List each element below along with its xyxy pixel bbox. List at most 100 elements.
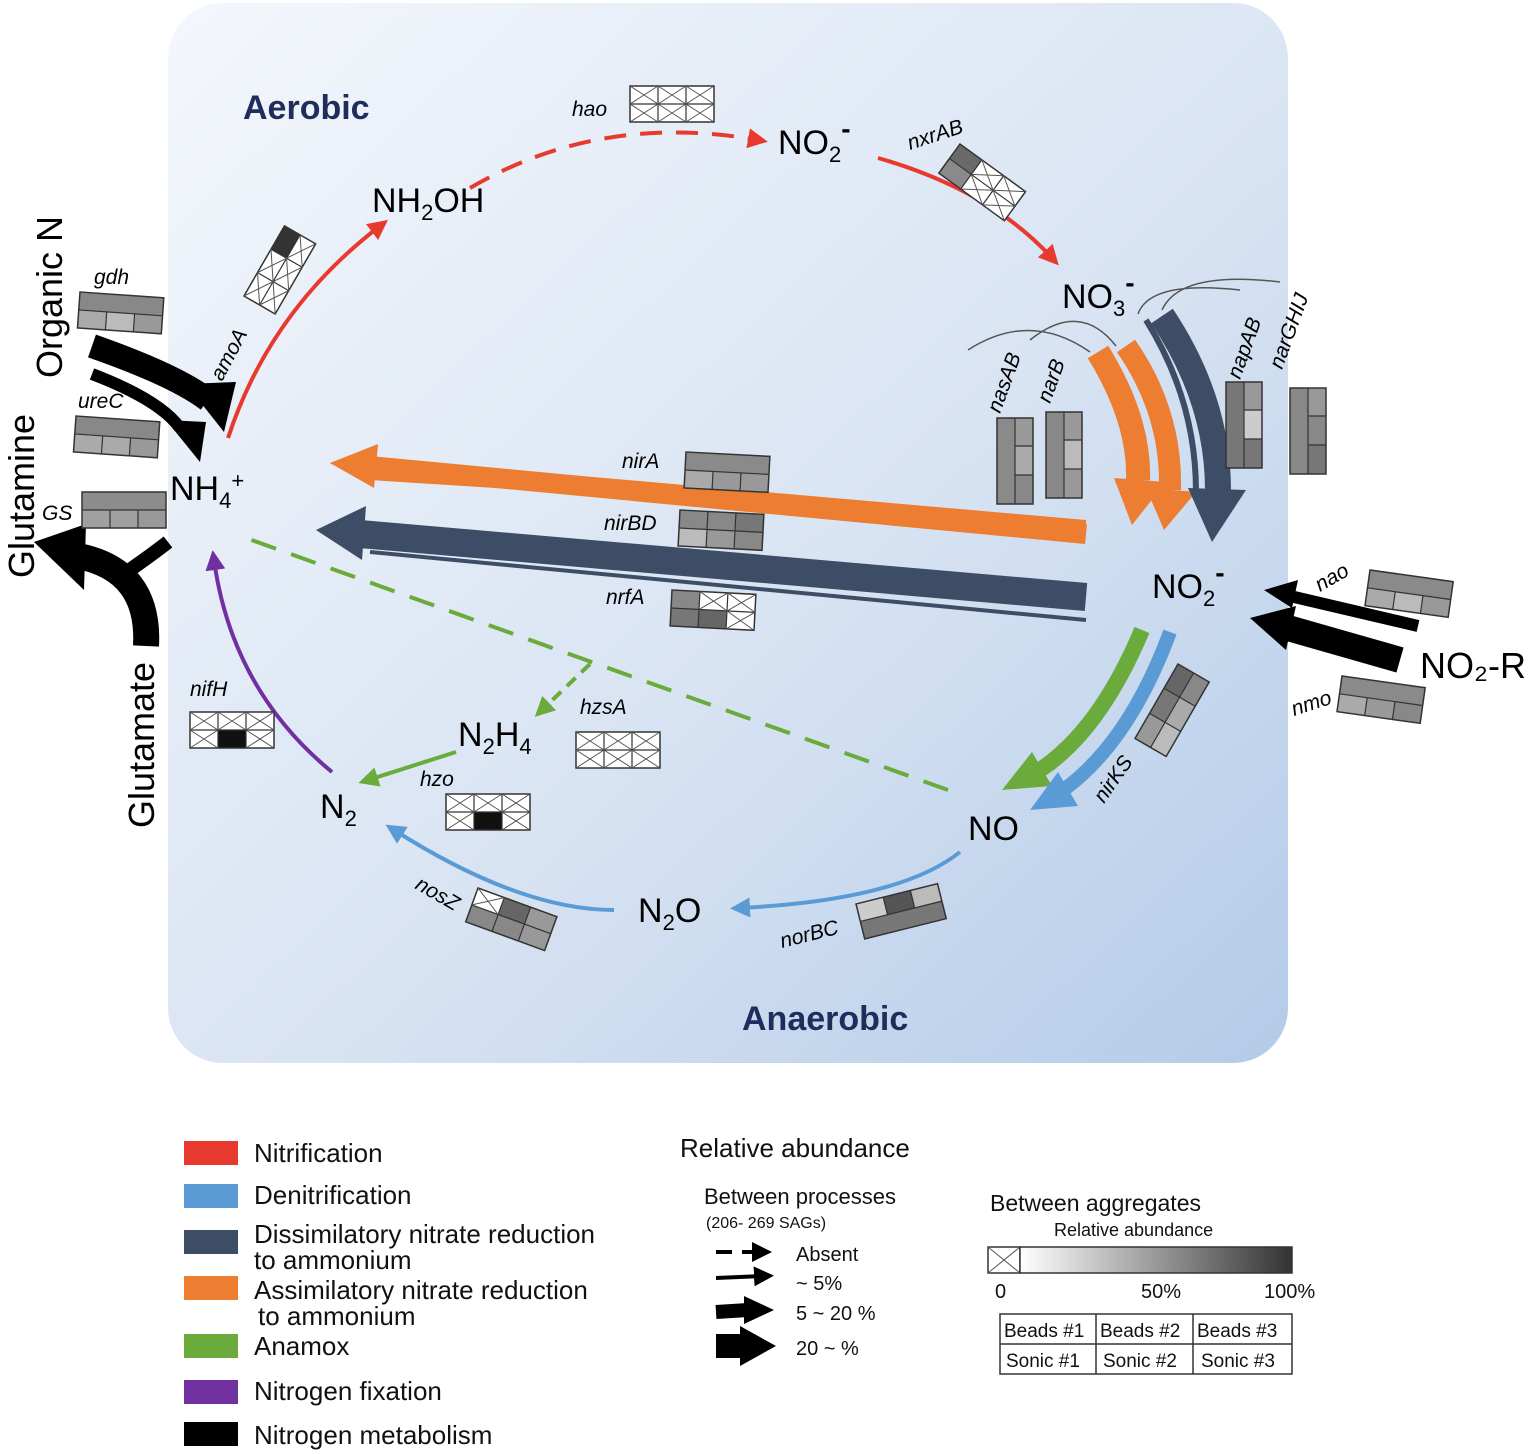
narGHIJ-arrowhead [1188, 488, 1246, 542]
gradient-tick-100: 100% [1264, 1281, 1315, 1303]
legend-label-fixation: Nitrogen fixation [254, 1376, 442, 1406]
gene-gdh: gdh [94, 266, 129, 289]
relative-abundance-title: Relative abundance [680, 1133, 910, 1163]
gene-nirA: nirA [622, 450, 659, 473]
n2h4-label: N2H4 [458, 716, 532, 759]
abundance-gradient-bar [1019, 1246, 1293, 1274]
nmo-abundance-grid [1336, 675, 1427, 725]
grid-cell-beads-1: Beads #1 [1004, 1321, 1084, 1342]
nirA-head [330, 444, 378, 488]
legend-arrowhead-5-20 [744, 1296, 774, 1324]
anammox-no-arrowhead [1002, 752, 1052, 790]
nao-arrow [1288, 590, 1420, 632]
legend-swatch-denitrification [184, 1184, 238, 1208]
legend-swatch-nitrification [184, 1141, 238, 1165]
grid-cell-beads-2: Beads #2 [1100, 1321, 1180, 1342]
n2o-label: N2O [638, 892, 701, 935]
gradient-title: Relative abundance [1054, 1220, 1213, 1240]
hzsA-arrow [534, 662, 592, 717]
ureC-abundance-grid [72, 415, 161, 459]
grid-cell-sonic-3: Sonic #3 [1201, 1351, 1275, 1372]
grid-cell-beads-3: Beads #3 [1197, 1321, 1277, 1342]
GS-arm [120, 536, 173, 580]
hzsA-abundance-grid [575, 731, 661, 769]
nosZ-arrow [385, 824, 615, 912]
nosZ-abundance-grid [464, 887, 558, 952]
legend-swatch-fixation [184, 1380, 238, 1404]
nh2oh-label: NH2OH [372, 182, 484, 225]
gene-nifH: nifH [190, 678, 228, 701]
gene-nmo: nmo [1288, 686, 1334, 721]
nirKS-abundance-grid [1133, 662, 1211, 758]
no2-right-label: NO2- [1152, 557, 1225, 611]
hao-abundance-grid [629, 85, 715, 123]
grid-cell-sonic-2: Sonic #2 [1103, 1351, 1177, 1372]
organic-n-label: Organic N [29, 216, 70, 378]
nirA-shaft [369, 456, 1087, 544]
nao-arrowhead [1264, 580, 1298, 608]
legend-swatch-anra [184, 1276, 238, 1300]
legend-arrow-5 [715, 1266, 774, 1287]
gdh-abundance-grid [76, 291, 165, 335]
absent-swatch [987, 1246, 1021, 1274]
legend-label-anra: Assimilatory nitrate reduction [254, 1275, 588, 1305]
nirKS-arrow [1061, 629, 1177, 794]
gene-nirBD: nirBD [604, 512, 657, 535]
nasAB-abundance-grid [996, 417, 1034, 505]
nirKS-arrowhead [1030, 772, 1078, 810]
legend-label-anra-2: to ammonium [258, 1301, 416, 1331]
grid-cell-sonic-1: Sonic #1 [1006, 1351, 1080, 1372]
nxrAB-abundance-grid [937, 142, 1027, 222]
legend-arrow-5-20 [715, 1303, 749, 1319]
nirA-abundance-grid [683, 451, 771, 494]
nao-abundance-grid [1364, 569, 1455, 619]
napAB-arrow [1143, 318, 1199, 493]
gdh-arrowhead [186, 382, 236, 432]
ureC-arrowhead [166, 420, 206, 462]
legend-label-nitrification: Nitrification [254, 1138, 383, 1168]
nirBD-head [316, 506, 366, 560]
narB-abundance-grid [1045, 411, 1083, 499]
legend-label-denitrification: Denitrification [254, 1180, 412, 1210]
anammox-no-arrow [1035, 626, 1150, 777]
hzo-abundance-grid [445, 793, 531, 831]
legend-swatch-metabolism [184, 1422, 238, 1446]
arrow-width-legend: Relative abundance Between processes (20… [680, 1133, 910, 1366]
gradient-tick-50: 50% [1141, 1281, 1181, 1303]
nirBD-shaft [358, 520, 1088, 611]
narGHIJ-abundance-grid [1289, 387, 1327, 475]
nirBD-abundance-grid [677, 509, 765, 552]
nh4-label: NH4+ [170, 468, 244, 513]
no3-brackets [967, 278, 1281, 353]
gene-nrfA: nrfA [606, 586, 645, 609]
hao-arrow [468, 128, 768, 190]
glutamate-label: Glutamate [121, 662, 162, 828]
amoA-abundance-grid [242, 224, 317, 316]
no2-top-label: NO2- [778, 113, 851, 167]
anaerobic-label: Anaerobic [742, 1000, 908, 1038]
gene-hzsA: hzsA [580, 696, 627, 719]
napAB-abundance-grid [1225, 381, 1263, 469]
nasAB-arrow [1087, 345, 1151, 481]
nifH-abundance-grid [189, 711, 275, 749]
narB-arrowhead [1146, 488, 1196, 530]
narB-arrow [1116, 339, 1182, 491]
legend-label-metabolism: Nitrogen metabolism [254, 1420, 492, 1450]
amoA-arrow [226, 219, 388, 439]
legend-label-dnra-2: to ammonium [254, 1245, 412, 1275]
legend-swatch-anamox [184, 1334, 238, 1358]
nmo-arrow [1284, 615, 1404, 673]
GS-arrowhead [34, 524, 86, 590]
legend-label-dnra: Dissimilatory nitrate reduction [254, 1219, 595, 1249]
glutamine-label: Glutamine [1, 414, 42, 578]
sags-label: (206- 269 SAGs) [706, 1215, 826, 1232]
legend-level-5: ~ 5% [796, 1273, 842, 1295]
gradient-tick-0: 0 [995, 1281, 1006, 1303]
norBC-arrow [730, 850, 962, 918]
legend-level-20: 20 ~ % [796, 1338, 859, 1360]
no3-label: NO3- [1062, 267, 1135, 321]
gene-GS: GS [42, 502, 72, 525]
gene-nao: nao [1311, 559, 1353, 597]
n2-label: N2 [320, 788, 357, 831]
